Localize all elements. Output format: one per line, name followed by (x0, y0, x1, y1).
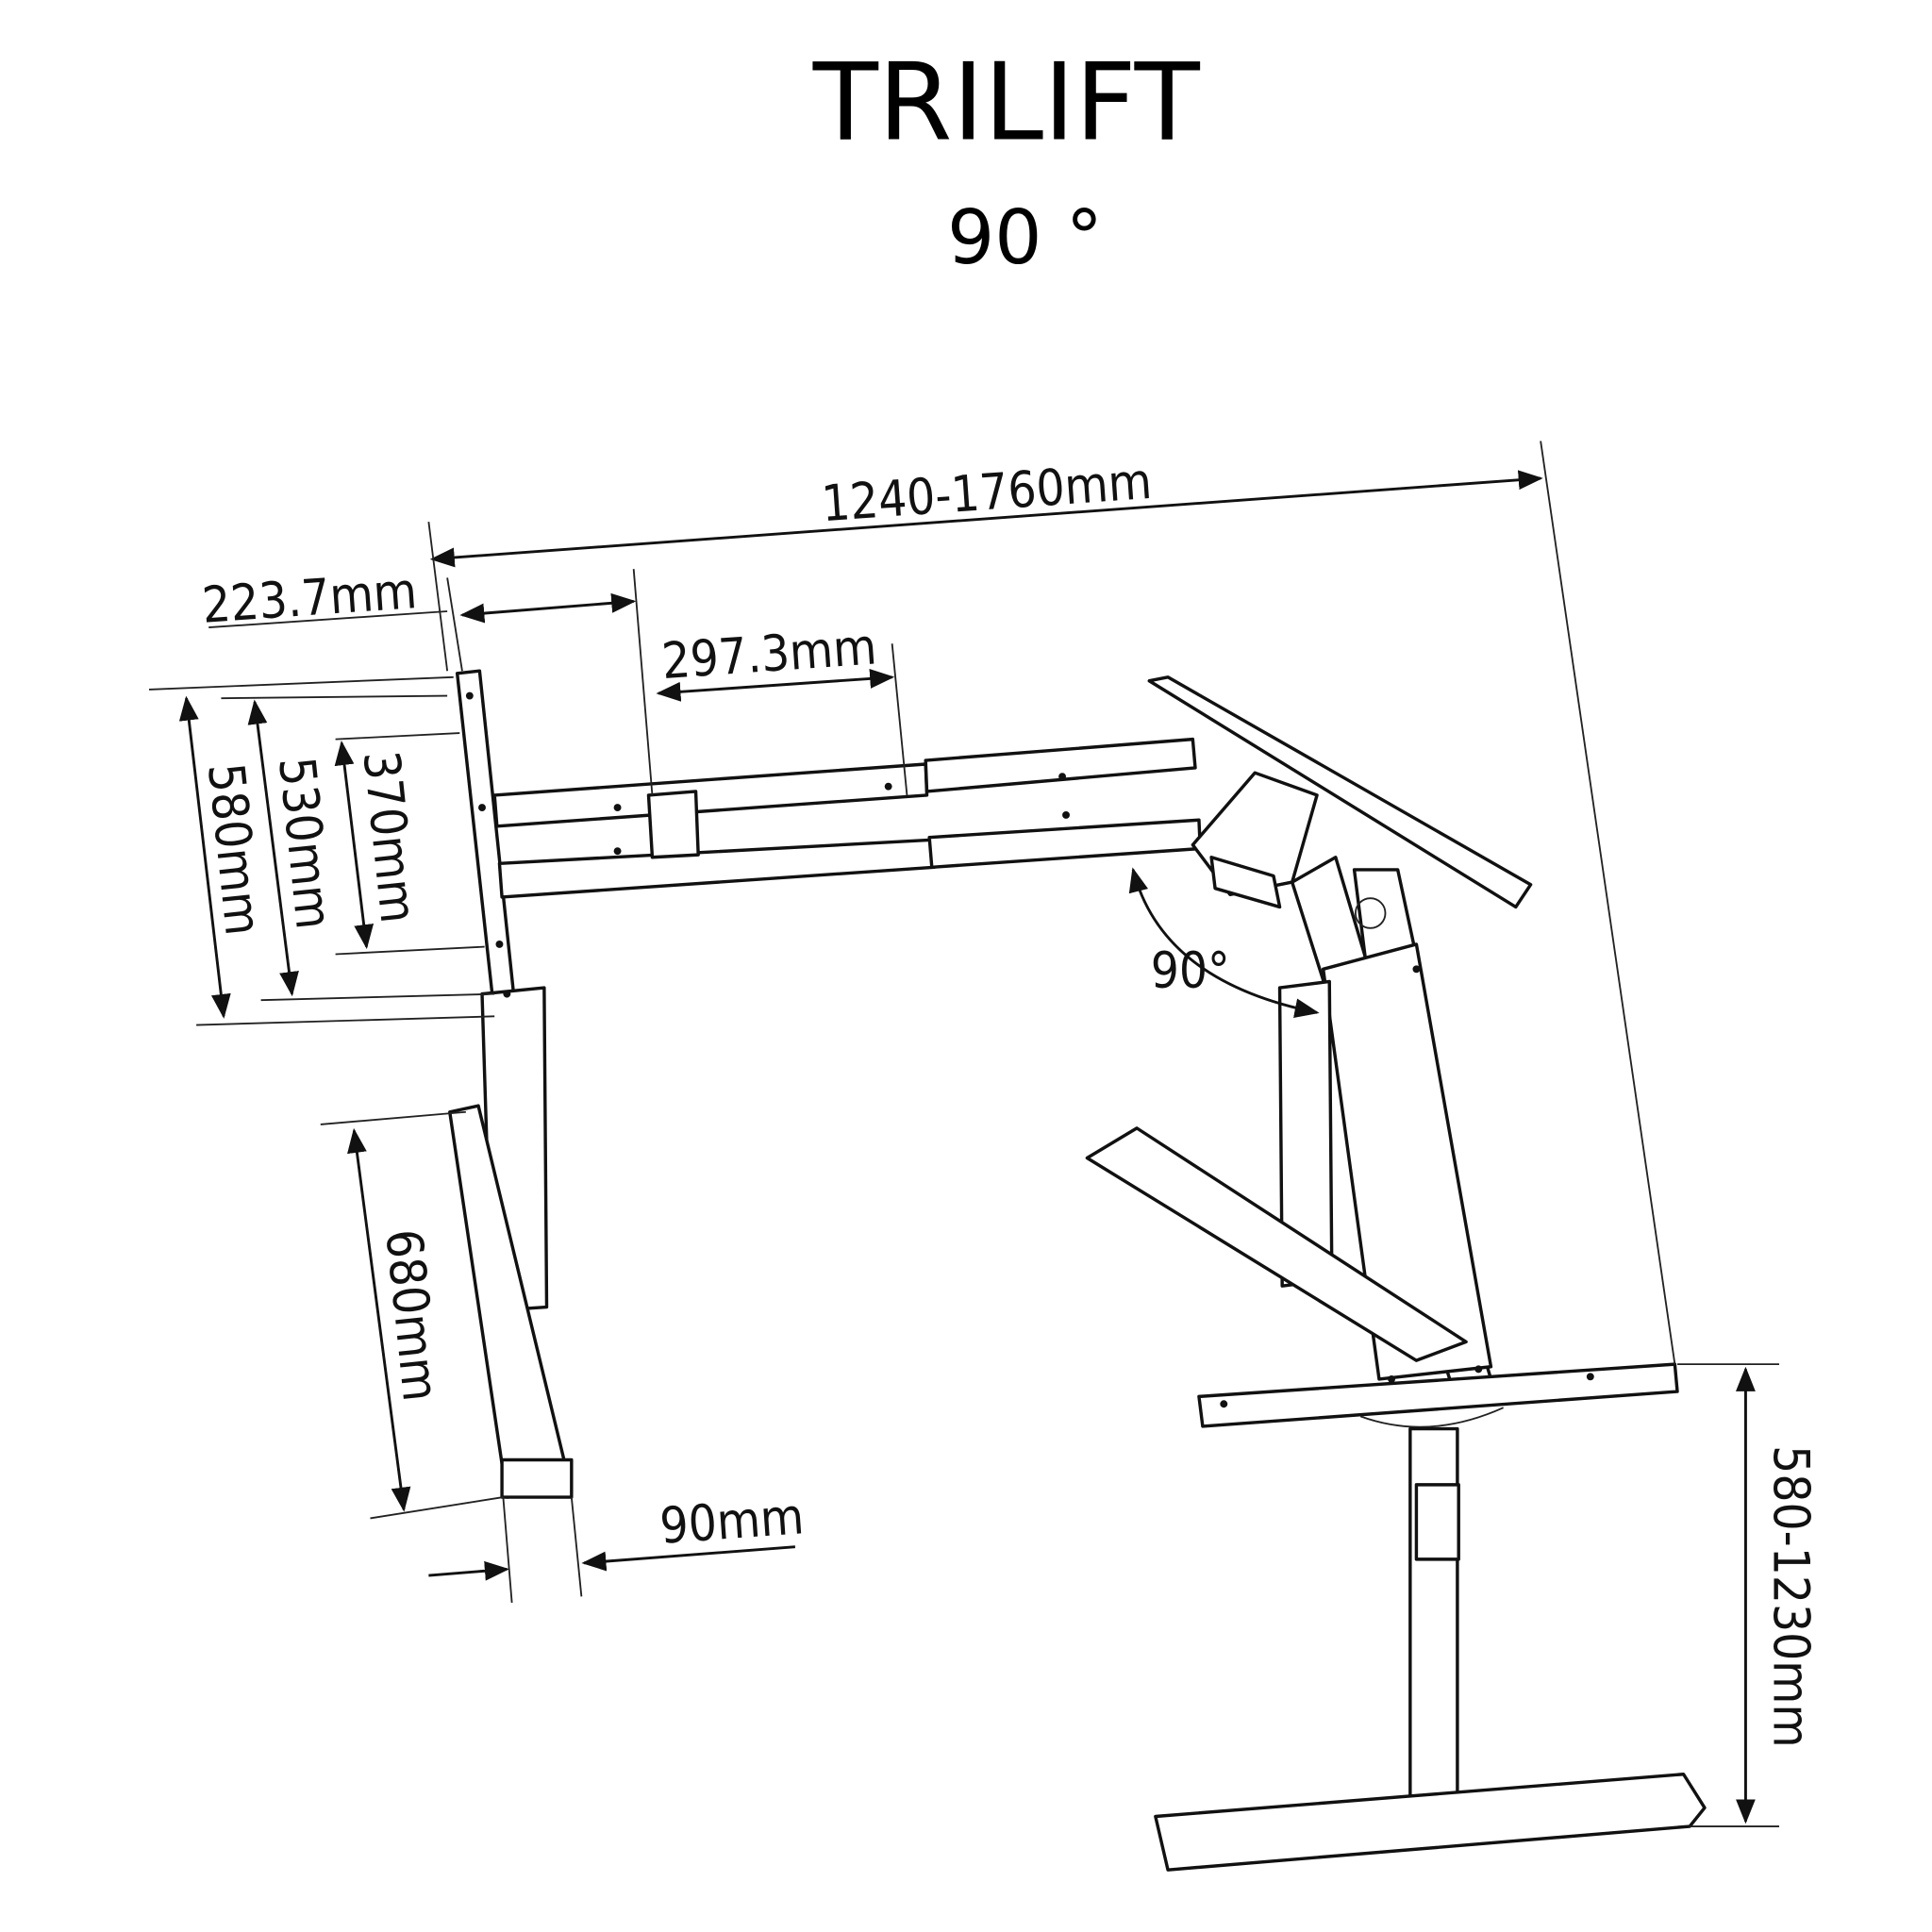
dimension-depths: 370mm 530mm 580mm (149, 675, 495, 1026)
dimension-corner-angle: 90° (1128, 867, 1320, 1019)
dimension-foot-width: 90mm (428, 1488, 807, 1604)
depth-530-label: 530mm (267, 755, 342, 932)
corner-angle-label: 90° (1151, 942, 1230, 1000)
foot-width-label: 90mm (658, 1488, 807, 1555)
dimension-overall-width: 1240-1760mm (427, 441, 1676, 1365)
diagram-title: TRILIFT (812, 41, 1201, 165)
height-range-label: 580-1230mm (1762, 1445, 1820, 1747)
depth-370-label: 370mm (352, 748, 427, 925)
overall-width-label: 1240-1760mm (820, 453, 1154, 533)
diagram-subtitle: 90 ° (947, 194, 1103, 281)
bolts (465, 691, 1594, 1408)
desk-frame (448, 669, 1707, 1872)
side-offset-label: 223.7mm (200, 562, 419, 635)
depth-580-label: 580mm (196, 760, 272, 938)
dimension-height-range: 580-1230mm (1677, 1363, 1820, 1827)
